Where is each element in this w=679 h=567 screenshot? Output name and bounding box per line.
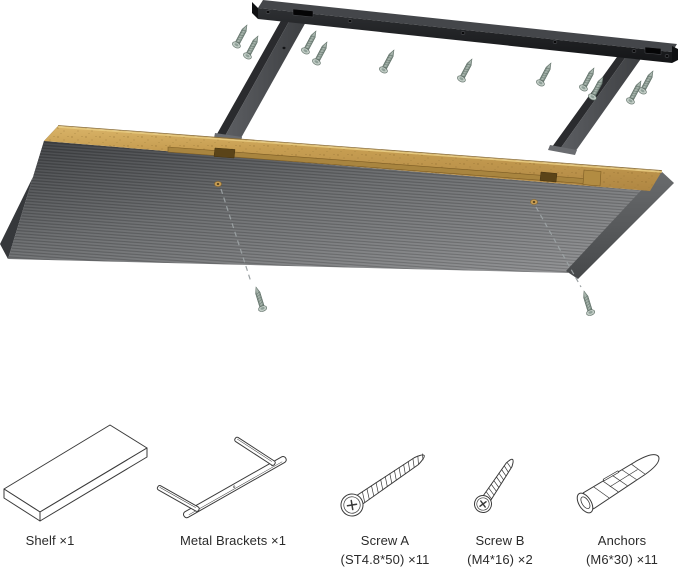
anchor-line-drawing <box>576 454 660 514</box>
screw-a-icon <box>299 28 321 56</box>
shelf-wood-edge <box>44 125 663 191</box>
part-name: Screw B <box>475 533 525 548</box>
screw-a-icon <box>241 33 263 61</box>
screw-a-icon <box>579 289 597 317</box>
bracket-notch-left <box>213 147 236 159</box>
screw-guides-bottom <box>220 188 597 317</box>
rail-screw-holes <box>265 10 670 58</box>
rail-slot-right <box>644 46 662 55</box>
bracket-wall-rail <box>252 0 678 63</box>
part-name: Anchors <box>597 533 647 548</box>
part-spec: (M4*16) ×2 <box>467 551 533 567</box>
shelf-underside-grain <box>8 141 650 273</box>
part-name: Screw A <box>360 533 410 548</box>
rail-slot-left <box>292 8 314 18</box>
screw-guide-line-right <box>535 206 582 288</box>
part-label-screw-b: Screw B (M4*16) ×2 <box>415 532 585 567</box>
screw-a-icon <box>310 39 332 67</box>
screw-a-icon <box>230 22 252 50</box>
bracket-notch-right <box>539 171 558 183</box>
part-label-screw-a: Screw A (ST4.8*50) ×11 <box>300 532 470 567</box>
screw-a-icon <box>377 47 399 75</box>
metal-brackets-line-drawing <box>156 436 287 519</box>
screw-a-line-drawing <box>340 453 425 517</box>
bracket-assembly <box>214 0 678 155</box>
part-label-anchors: Anchors (M6*30) ×11 <box>537 532 679 567</box>
underside-screw-holes <box>214 181 538 205</box>
part-spec: (M6*30) ×11 <box>585 551 659 567</box>
screw-b-line-drawing <box>474 458 514 513</box>
screw-guide-line-left <box>220 188 252 283</box>
part-label-shelf: Shelf ×1 <box>0 532 135 551</box>
screw-a-icon <box>534 60 556 88</box>
screw-a-icon <box>251 285 269 313</box>
shelf-left-edge <box>0 126 58 259</box>
part-spec: (ST4.8*50) ×11 <box>340 551 430 567</box>
shelf-line-drawing <box>3 424 148 522</box>
part-name: Shelf ×1 <box>25 533 75 548</box>
groove-end-recess <box>582 169 602 187</box>
bracket-left-arm <box>214 17 307 142</box>
shelf-right-edge <box>566 170 674 279</box>
screw-a-icon <box>455 56 477 84</box>
part-name: Metal Brackets ×1 <box>179 533 287 548</box>
part-label-metal-brackets: Metal Brackets ×1 <box>148 532 318 551</box>
shelf-board <box>0 125 674 279</box>
